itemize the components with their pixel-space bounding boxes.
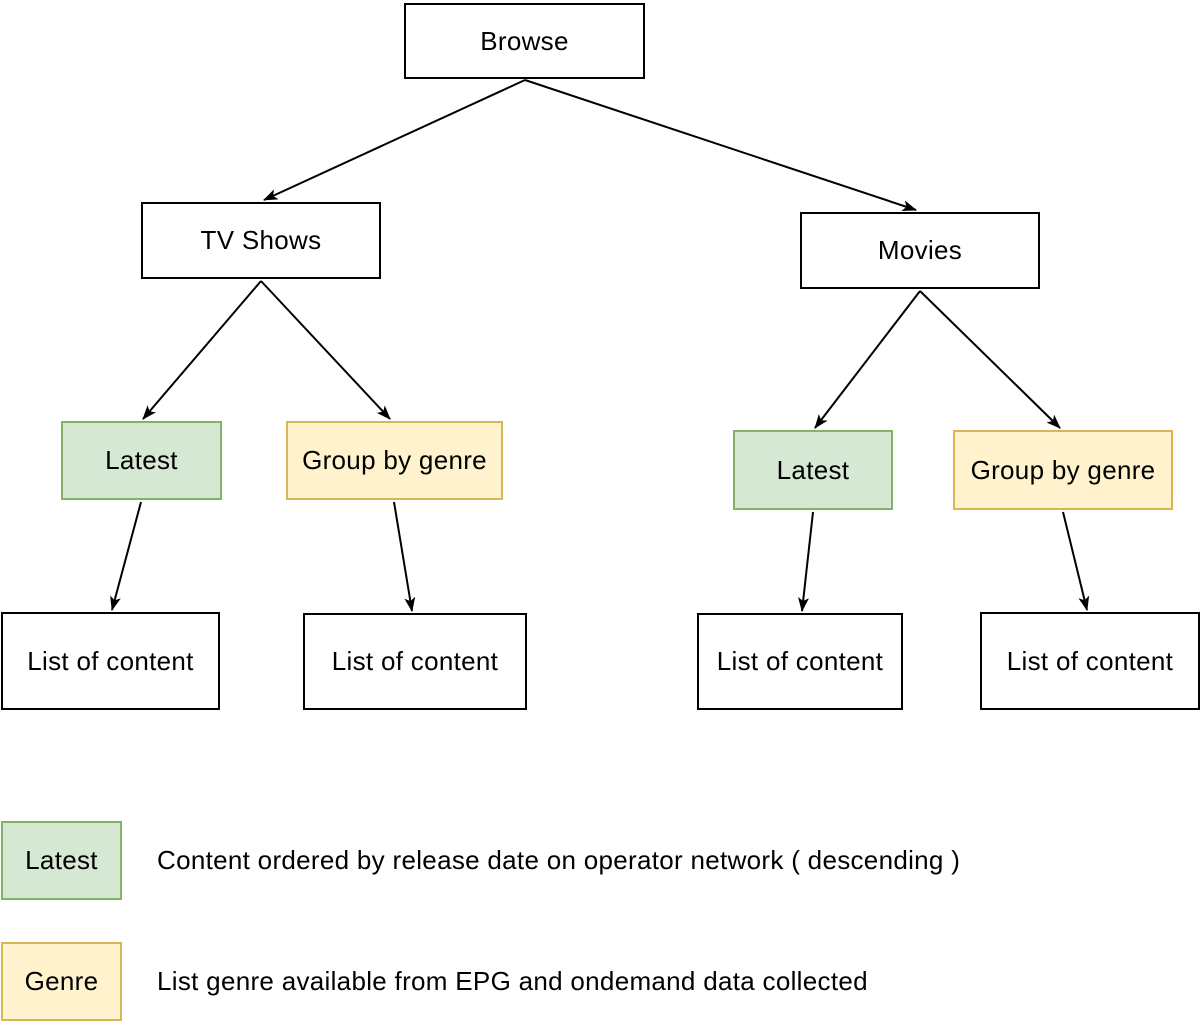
edge-browse-to-movies: [524, 79, 917, 211]
edge-tv-latest-to-list: [110, 501, 142, 611]
node-movies-latest: Latest: [733, 430, 893, 510]
node-tv-group-by-genre: Group by genre: [286, 421, 503, 500]
edge-tv-genre-to-list: [393, 501, 416, 612]
node-browse: Browse: [404, 3, 645, 79]
edge-browse-to-tv-shows: [263, 79, 526, 201]
legend-description-latest: Content ordered by release date on opera…: [157, 845, 961, 875]
node-movies-group-by-genre: Group by genre: [953, 430, 1173, 510]
node-movies-latest-list-of-content: List of content: [697, 613, 903, 710]
edge-movies-latest-to-list: [798, 511, 814, 612]
node-tv-latest: Latest: [61, 421, 222, 500]
node-tv-shows: TV Shows: [141, 202, 381, 279]
node-tv-latest-list-of-content: List of content: [1, 612, 220, 710]
node-movies: Movies: [800, 212, 1040, 289]
edge-movies-to-latest: [814, 290, 921, 429]
edge-tv-shows-to-latest: [142, 280, 262, 420]
legend-swatch-latest: Latest: [1, 821, 122, 900]
edge-tv-shows-to-group-by-genre: [260, 280, 391, 420]
node-movies-genre-list-of-content: List of content: [980, 612, 1200, 710]
node-tv-genre-list-of-content: List of content: [303, 613, 527, 710]
edge-movies-to-group-by-genre: [919, 290, 1061, 429]
legend-swatch-genre: Genre: [1, 942, 122, 1021]
edge-movies-genre-to-list: [1062, 511, 1090, 611]
legend-description-genre: List genre available from EPG and ondema…: [157, 966, 868, 996]
